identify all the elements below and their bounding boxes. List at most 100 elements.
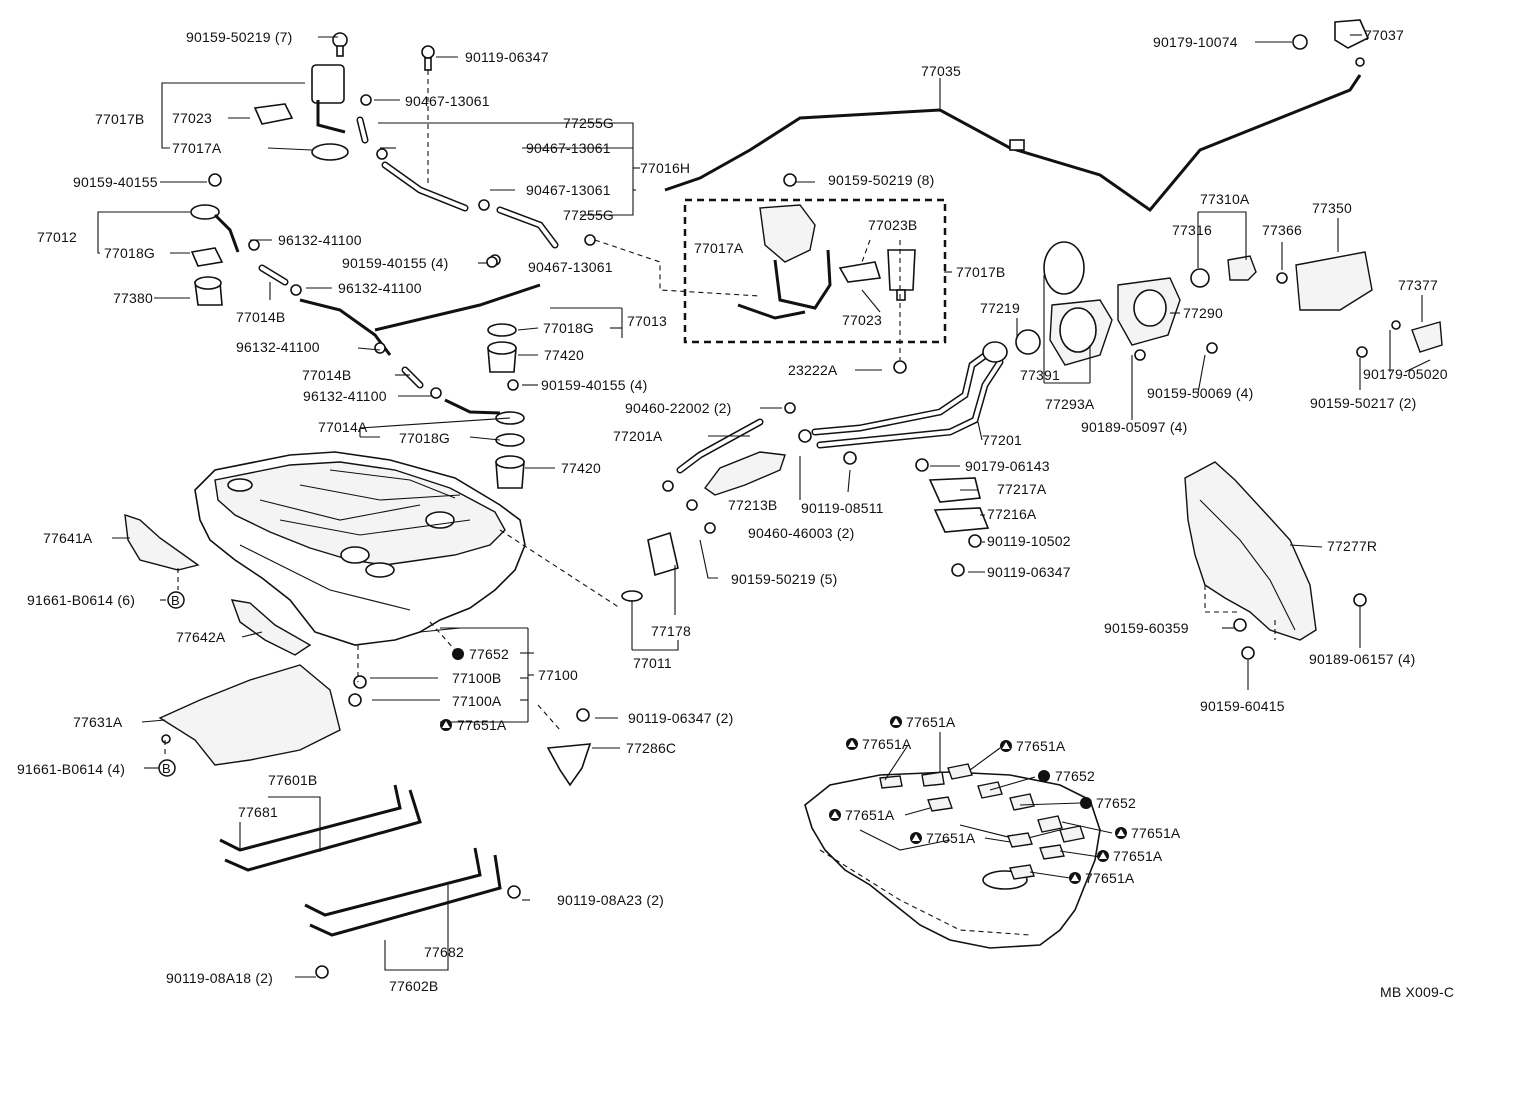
fuel-cap-cable-drawing <box>664 19 1370 213</box>
label-77017B: 77017B <box>95 111 144 127</box>
filler-door-drawing <box>1043 241 1443 366</box>
tank-straps-drawing <box>124 513 592 979</box>
label-90159-50217: 90159-50217 (2) <box>1310 395 1417 411</box>
label-77651A: 77651A <box>1113 848 1163 864</box>
label-77293A: 77293A <box>1045 396 1095 412</box>
label-90159-40155: 90159-40155 (4) <box>541 377 648 393</box>
circle-b-icon <box>167 591 185 609</box>
label-77681: 77681 <box>238 804 278 820</box>
label-90159-60359: 90159-60359 <box>1104 620 1189 636</box>
label-90460-46003: 90460-46003 (2) <box>748 525 855 541</box>
fasteners-drawing <box>208 45 907 399</box>
filler-neck-drawing <box>676 329 1041 496</box>
label-90467-13061: 90467-13061 <box>526 182 611 198</box>
circle-b-letter: B <box>171 593 180 608</box>
label-90159-40155: 90159-40155 <box>73 174 158 190</box>
diagram-code: MB X009-C <box>1380 984 1454 1000</box>
label-90119-08A18: 90119-08A18 (2) <box>166 970 273 986</box>
label-90179-06143: 90179-06143 <box>965 458 1050 474</box>
fuel-tank-main-drawing <box>194 451 526 646</box>
label-77391: 77391 <box>1020 367 1060 383</box>
label-77018G: 77018G <box>399 430 450 446</box>
label-77420: 77420 <box>561 460 601 476</box>
filter-cups-drawing <box>487 254 525 489</box>
label-77651A: 77651A <box>845 807 895 823</box>
label-91661-B0614: 91661-B0614 (4) <box>17 761 125 777</box>
triangle-marker-icon <box>890 716 902 728</box>
label-77651A: 77651A <box>1131 825 1181 841</box>
label-77012: 77012 <box>37 229 77 245</box>
part-drawings <box>97 19 1443 979</box>
label-77310A: 77310A <box>1200 191 1250 207</box>
label-90159-40155: 90159-40155 (4) <box>342 255 449 271</box>
label-90159-50219: 90159-50219 (8) <box>828 172 935 188</box>
sender-gauge-drawing <box>190 204 240 306</box>
label-96132-41100: 96132-41100 <box>236 339 320 355</box>
label-77011: 77011 <box>633 655 672 671</box>
label-77377: 77377 <box>1398 277 1438 293</box>
label-77602B: 77602B <box>389 978 438 994</box>
filled-circle-icon <box>452 648 464 660</box>
label-90159-50069: 90159-50069 (4) <box>1147 385 1254 401</box>
label-90179-10074: 90179-10074 <box>1153 34 1238 50</box>
label-77651A: 77651A <box>457 717 507 733</box>
label-77018G: 77018G <box>543 320 594 336</box>
label-77642A: 77642A <box>176 629 226 645</box>
label-77100: 77100 <box>538 667 578 683</box>
circle-b-letter: B <box>162 761 171 776</box>
label-77014B: 77014B <box>236 309 285 325</box>
triangle-marker-icon <box>910 832 922 844</box>
label-77014B: 77014B <box>302 367 351 383</box>
vent-hoses-drawing <box>621 402 990 602</box>
label-90119-08A23: 90119-08A23 (2) <box>557 892 664 908</box>
label-23222A: 23222A <box>788 362 838 378</box>
label-77601B: 77601B <box>268 772 317 788</box>
label-90159-60415: 90159-60415 <box>1200 698 1285 714</box>
label-90460-22002: 90460-22002 (2) <box>625 400 732 416</box>
label-77316: 77316 <box>1172 222 1212 238</box>
evap-assembly-box <box>683 198 947 344</box>
label-77290: 77290 <box>1183 305 1223 321</box>
label-77178: 77178 <box>651 623 691 639</box>
label-77201: 77201 <box>982 432 1022 448</box>
label-77652: 77652 <box>1096 795 1136 811</box>
fuel-tank-protector-drawing <box>1184 461 1367 660</box>
label-77641A: 77641A <box>43 530 93 546</box>
filled-circle-icon <box>1038 770 1050 782</box>
label-90179-05020: 90179-05020 <box>1363 366 1448 382</box>
label-90189-06157: 90189-06157 (4) <box>1309 651 1416 667</box>
label-90467-13061: 90467-13061 <box>526 140 611 156</box>
label-77651A: 77651A <box>862 736 912 752</box>
label-90467-13061: 90467-13061 <box>528 259 613 275</box>
label-77014A: 77014A <box>318 419 368 435</box>
label-77100A: 77100A <box>452 693 502 709</box>
label-77023B: 77023B <box>868 217 917 233</box>
label-91661-B0614: 91661-B0614 (6) <box>27 592 135 608</box>
triangle-marker-icon <box>1000 740 1012 752</box>
part-number-labels: 90159-50219 (7) 90119-06347 90467-13061 … <box>17 27 1454 1000</box>
label-77023: 77023 <box>172 110 212 126</box>
label-96132-41100: 96132-41100 <box>338 280 422 296</box>
label-90189-05097: 90189-05097 (4) <box>1081 419 1188 435</box>
label-77631A: 77631A <box>73 714 123 730</box>
label-77255G: 77255G <box>563 207 614 223</box>
label-77213B: 77213B <box>728 497 777 513</box>
label-96132-41100: 96132-41100 <box>278 232 362 248</box>
label-77350: 77350 <box>1312 200 1352 216</box>
triangle-marker-icon <box>1115 827 1127 839</box>
triangle-marker-icon <box>1097 850 1109 862</box>
fuel-lines-drawing <box>258 116 559 415</box>
label-77255G: 77255G <box>563 115 614 131</box>
label-77651A: 77651A <box>1085 870 1135 886</box>
triangle-marker-icon <box>829 809 841 821</box>
label-77380: 77380 <box>113 290 153 306</box>
filled-circle-icon <box>1080 797 1092 809</box>
label-77037: 77037 <box>1364 27 1404 43</box>
label-77216A: 77216A <box>987 506 1037 522</box>
label-77035: 77035 <box>921 63 961 79</box>
triangle-marker-icon <box>440 719 452 731</box>
label-77652: 77652 <box>469 646 509 662</box>
label-90159-50219: 90159-50219 (5) <box>731 571 838 587</box>
label-77017A: 77017A <box>172 140 222 156</box>
